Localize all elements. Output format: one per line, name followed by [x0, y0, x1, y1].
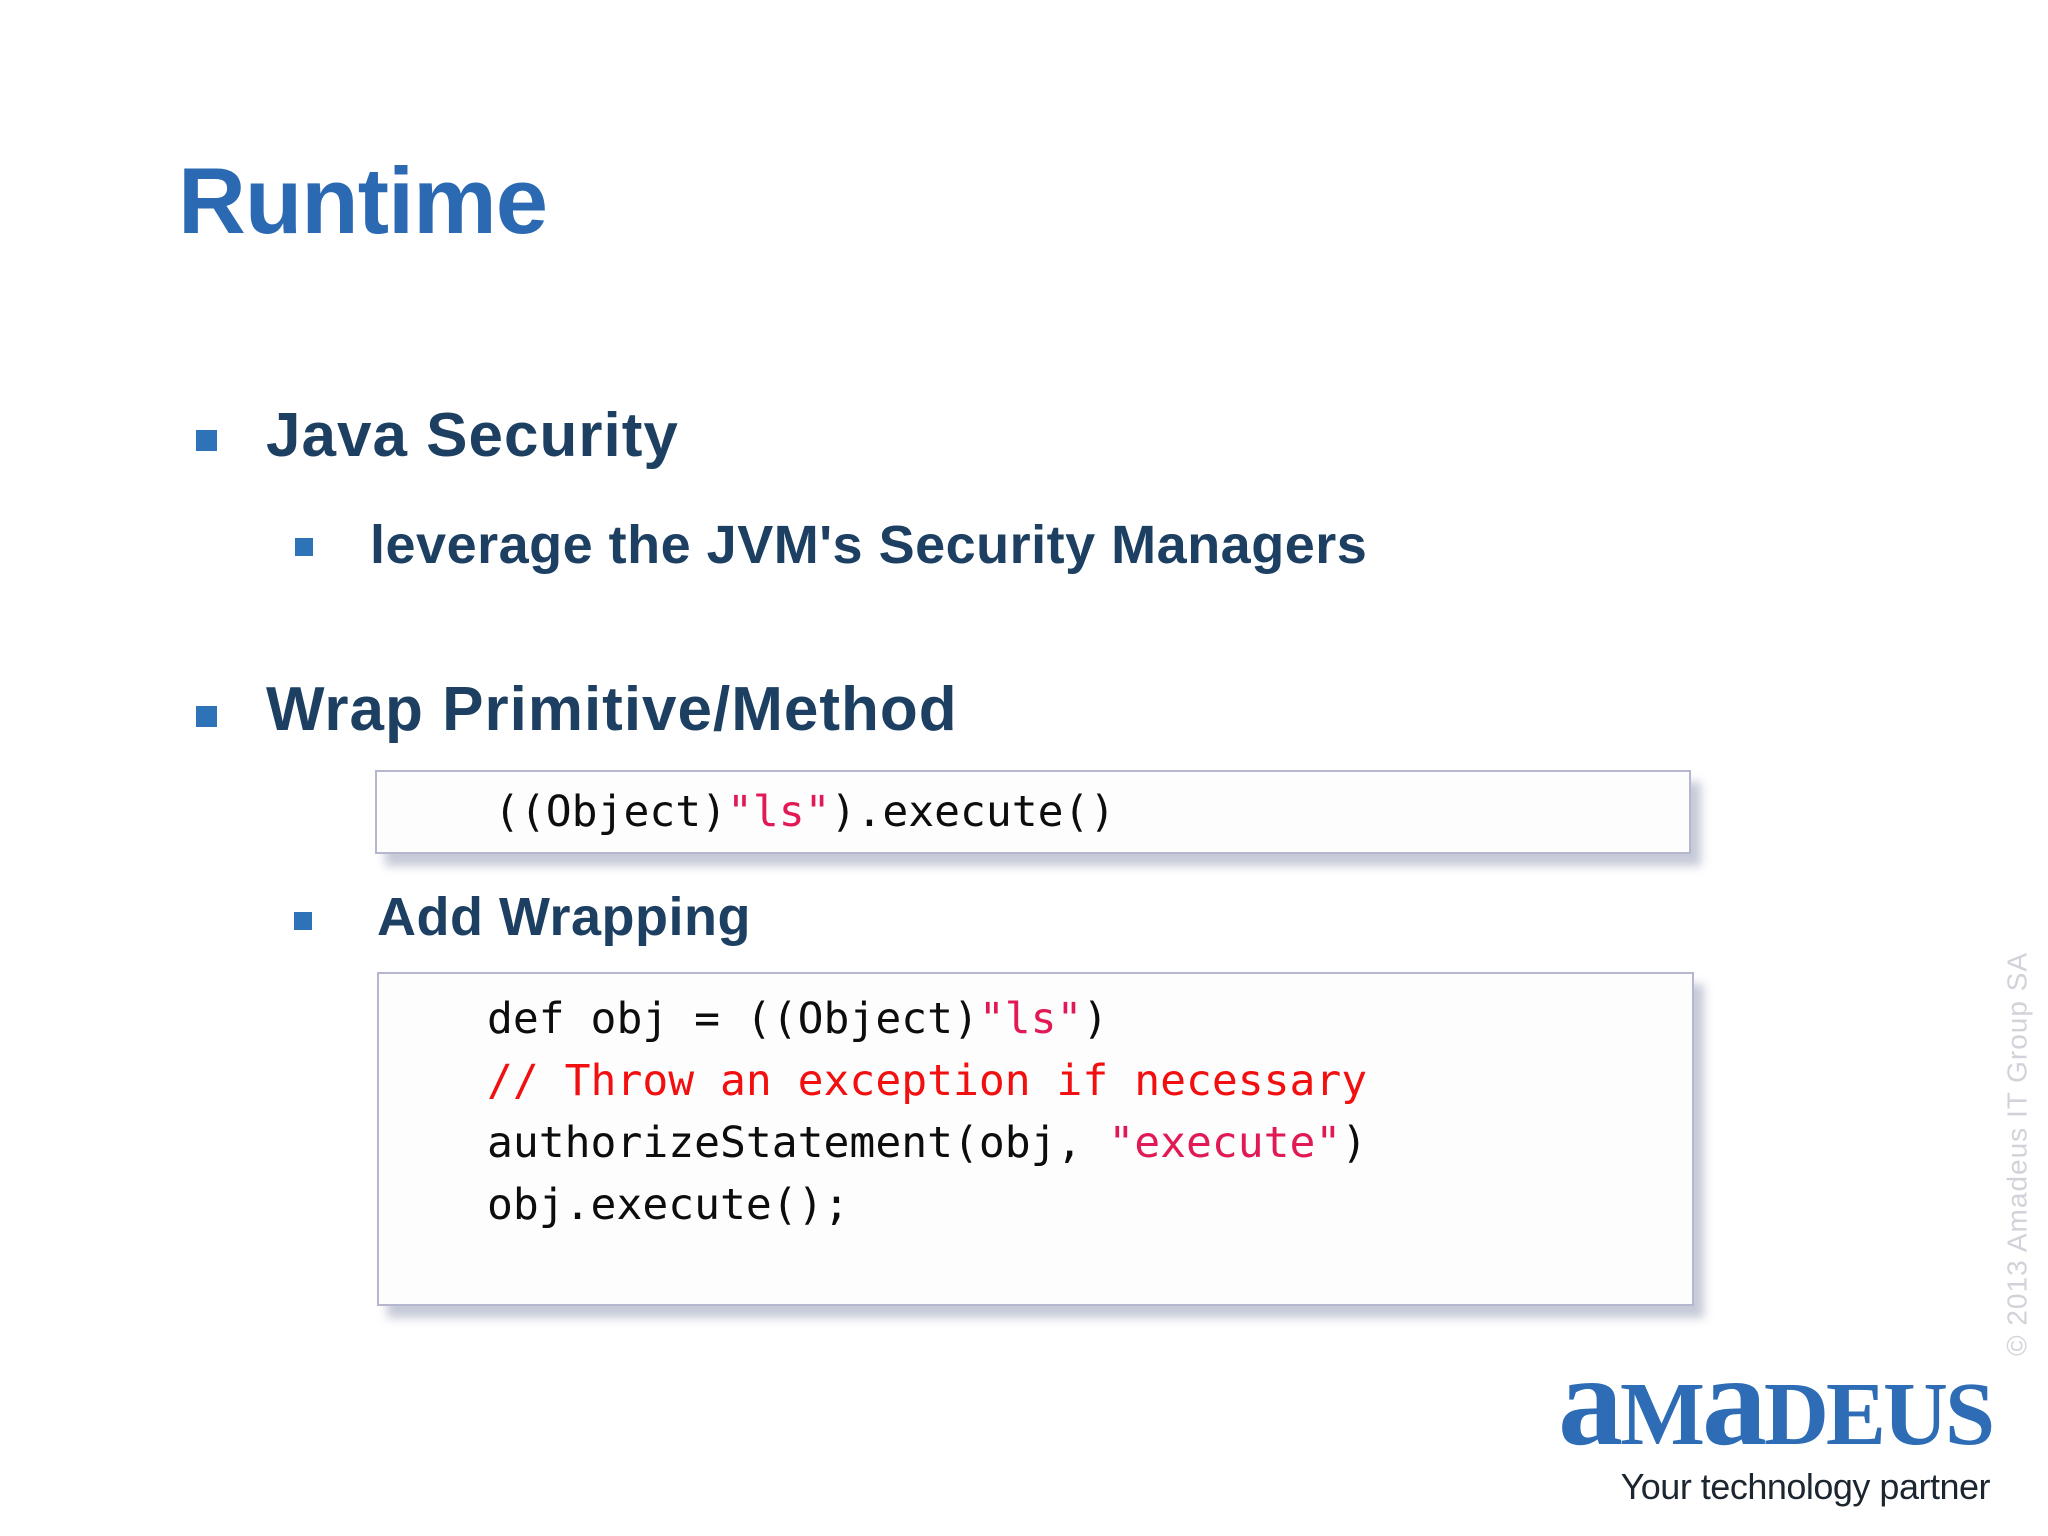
- heading-wrap-primitive: Wrap Primitive/Method: [266, 675, 958, 744]
- heading-java-security: Java Security: [266, 401, 679, 470]
- bullet-square-icon: [196, 706, 217, 727]
- logo-letter: S: [1944, 1365, 1995, 1464]
- code-line: obj.execute();: [487, 1180, 850, 1230]
- code-line: // Throw an exception if necessary: [487, 1056, 1368, 1106]
- logo-letter: a: [1557, 1329, 1623, 1473]
- bullet-square-icon: [295, 538, 313, 556]
- copyright-vertical: © 2013 Amadeus IT Group SA: [2002, 952, 2034, 1356]
- logo-tagline: Your technology partner: [1620, 1466, 1991, 1507]
- subheading-add-wrapping: Add Wrapping: [377, 887, 751, 947]
- code-line: ((Object)"ls").execute(): [494, 787, 1116, 837]
- logo-letter: M: [1619, 1365, 1705, 1464]
- logo-letter: E: [1825, 1365, 1886, 1464]
- logo-letter: a: [1701, 1329, 1767, 1473]
- copyright-text: © 2013 Amadeus IT Group SA: [2001, 951, 2033, 1357]
- amadeus-logo: aMaDEUS: [1558, 1336, 1995, 1466]
- logo-letter: U: [1882, 1365, 1948, 1464]
- code-line: authorizeStatement(obj, "execute"): [487, 1118, 1368, 1168]
- logo-letter: D: [1763, 1365, 1829, 1464]
- subheading-leverage-jvm: leverage the JVM's Security Managers: [370, 515, 1368, 575]
- code-box-add-wrapping: def obj = ((Object)"ls") // Throw an exce…: [377, 972, 1694, 1306]
- bullet-square-icon: [294, 912, 312, 930]
- code-box-wrap-primitive: ((Object)"ls").execute(): [375, 770, 1691, 854]
- code-line: def obj = ((Object)"ls"): [487, 994, 1109, 1044]
- bullet-square-icon: [196, 430, 217, 451]
- page-title: Runtime: [178, 148, 548, 253]
